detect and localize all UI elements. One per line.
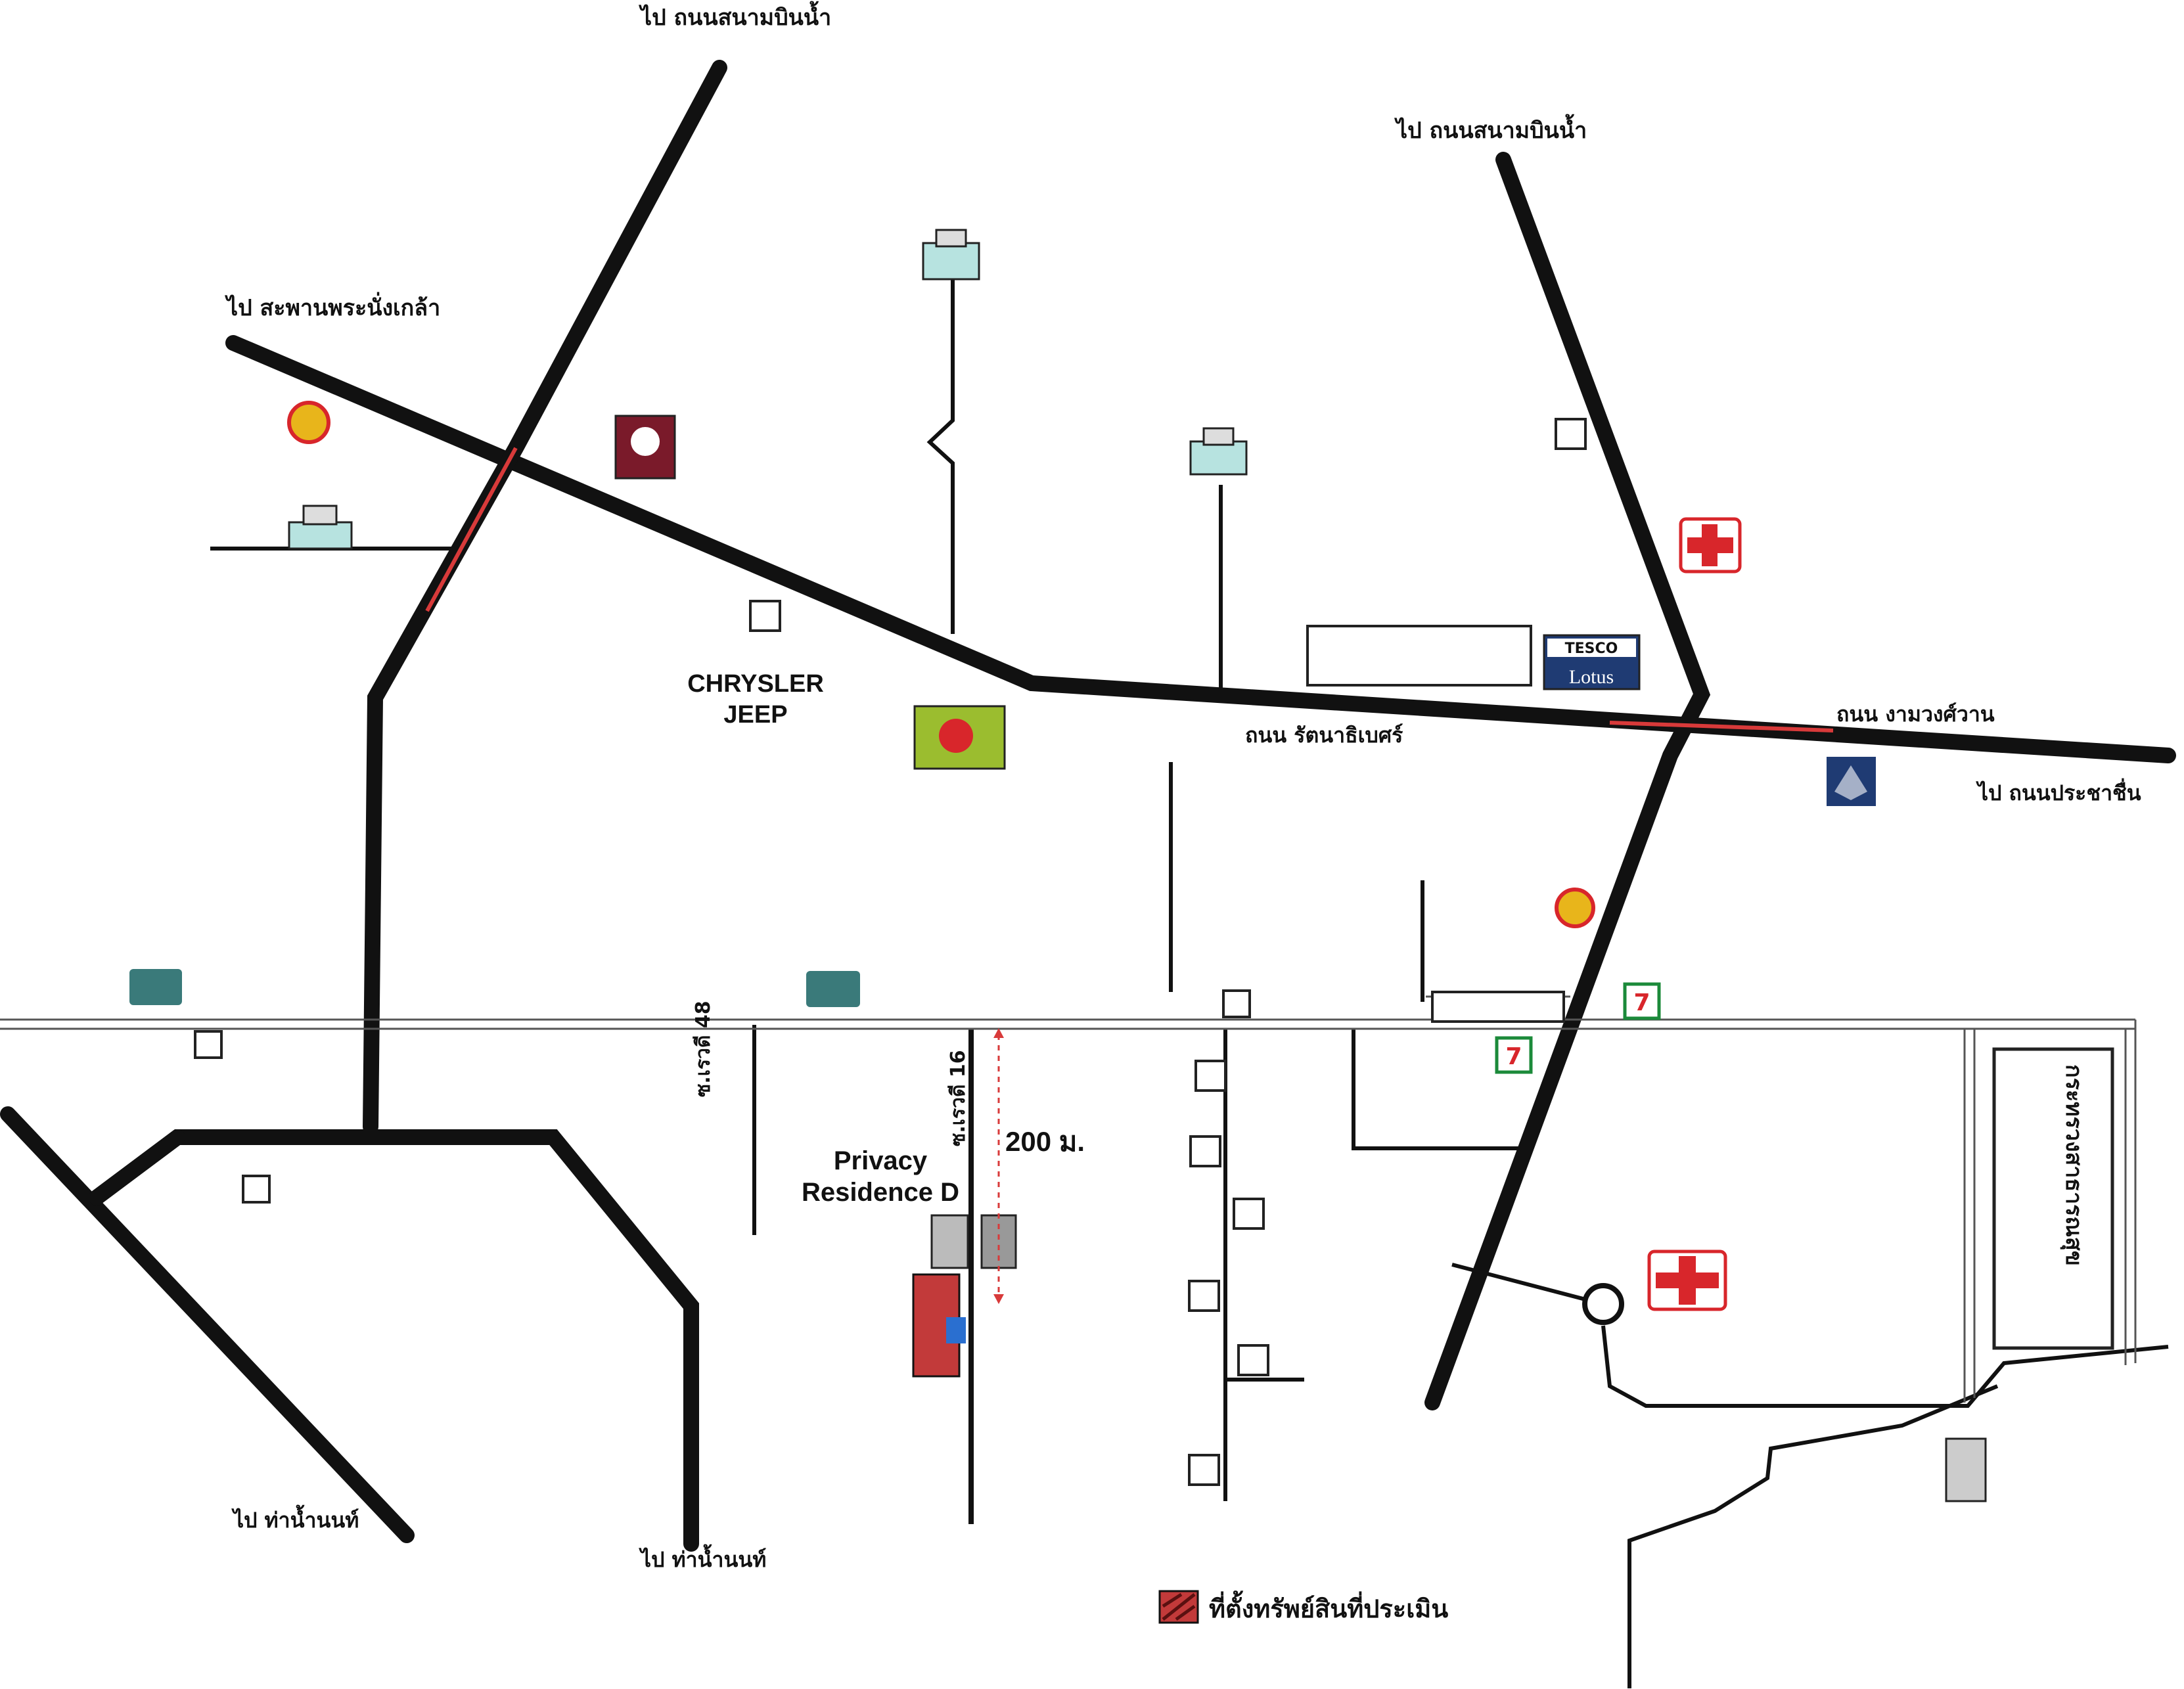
svg-text:7: 7 (1633, 989, 1650, 1016)
label-to-top-left: ไป ถนนสนามบินน้ำ (639, 1, 831, 31)
seven-eleven-icon: 7 (1623, 982, 1661, 1020)
road-bottom-left (0, 1106, 415, 1543)
label-to-prachachuen: ไป ถนนประชาชื่น (1976, 778, 2141, 805)
minor-roads (210, 259, 2169, 1688)
lotus-top-text: TESCO (1565, 641, 1618, 657)
label-to-top-right: ไป ถนนสนามบินน้ำ (1394, 114, 1587, 144)
label-soi-16: ซ.เรวดี 16 (947, 1050, 970, 1146)
label-soi-48: ซ.เรวดี 48 (692, 1001, 715, 1097)
label-residence: Residence D (802, 1178, 959, 1207)
road-bottom-loop-left (89, 1129, 185, 1205)
legend: ที่ตั้งทรัพย์สินที่ประเมิน (1158, 1590, 1448, 1624)
place-markers (194, 418, 2114, 1486)
shell-icon (287, 401, 330, 444)
subject-site (912, 1028, 1017, 1378)
label-rattanathibet: ถนน รัตนาธิเบศร์ (1245, 723, 1403, 748)
lotus-logo: TESCO Lotus (1543, 634, 1641, 690)
svg-text:7: 7 (1505, 1043, 1522, 1070)
road-rattanathibet (225, 335, 2176, 763)
label-to-tha-nam-1: ไป ท่าน้ำนนท์ (231, 1504, 359, 1533)
hospital-icon (1647, 1250, 1727, 1311)
shell-icon (1555, 888, 1595, 928)
roundabout (1582, 1283, 1624, 1325)
label-chrysler: CHRYSLER (687, 670, 824, 698)
building-icon (1945, 1437, 1987, 1502)
building-icon (922, 229, 980, 281)
label-to-tha-nam-2: ไป ท่าน้ำนนท์ (639, 1544, 766, 1572)
building-icon (1189, 427, 1248, 476)
road-chaengwattana-top (363, 60, 727, 1135)
label-ministry: กระทรวงสาธารณสุข (2060, 1064, 2087, 1266)
map-labels: ไป ถนนสนามบินน้ำ ไป ถนนสนามบินน้ำ ไป สะพ… (225, 1, 2141, 1572)
label-distance: 200 ม. (1005, 1126, 1085, 1157)
label-privacy: Privacy (834, 1146, 928, 1175)
label-to-bridge: ไป สะพานพระนั่งเกล้า (225, 292, 440, 321)
highlight-segments (425, 447, 1834, 732)
building-icon (288, 505, 353, 550)
bank-icon (1827, 757, 1876, 806)
store-icon (913, 705, 1006, 770)
lotus-bottom-text: Lotus (1569, 666, 1614, 688)
rotated-labels: ซ.เรวดี 48 ซ.เรวดี 16 กระทรวงสาธารณสุข (692, 1001, 2087, 1266)
label-jeep: JEEP (723, 701, 787, 729)
store-icon (614, 415, 676, 480)
service-icon (129, 969, 860, 1007)
legend-text: ที่ตั้งทรัพย์สินที่ประเมิน (1209, 1590, 1448, 1623)
service-roads (0, 995, 2137, 1403)
hospital-icon (1679, 517, 1742, 574)
label-ngamwongwan: ถนน งามวงศ์วาน (1836, 702, 1995, 727)
seven-eleven-icon: 7 (1495, 1036, 1533, 1074)
